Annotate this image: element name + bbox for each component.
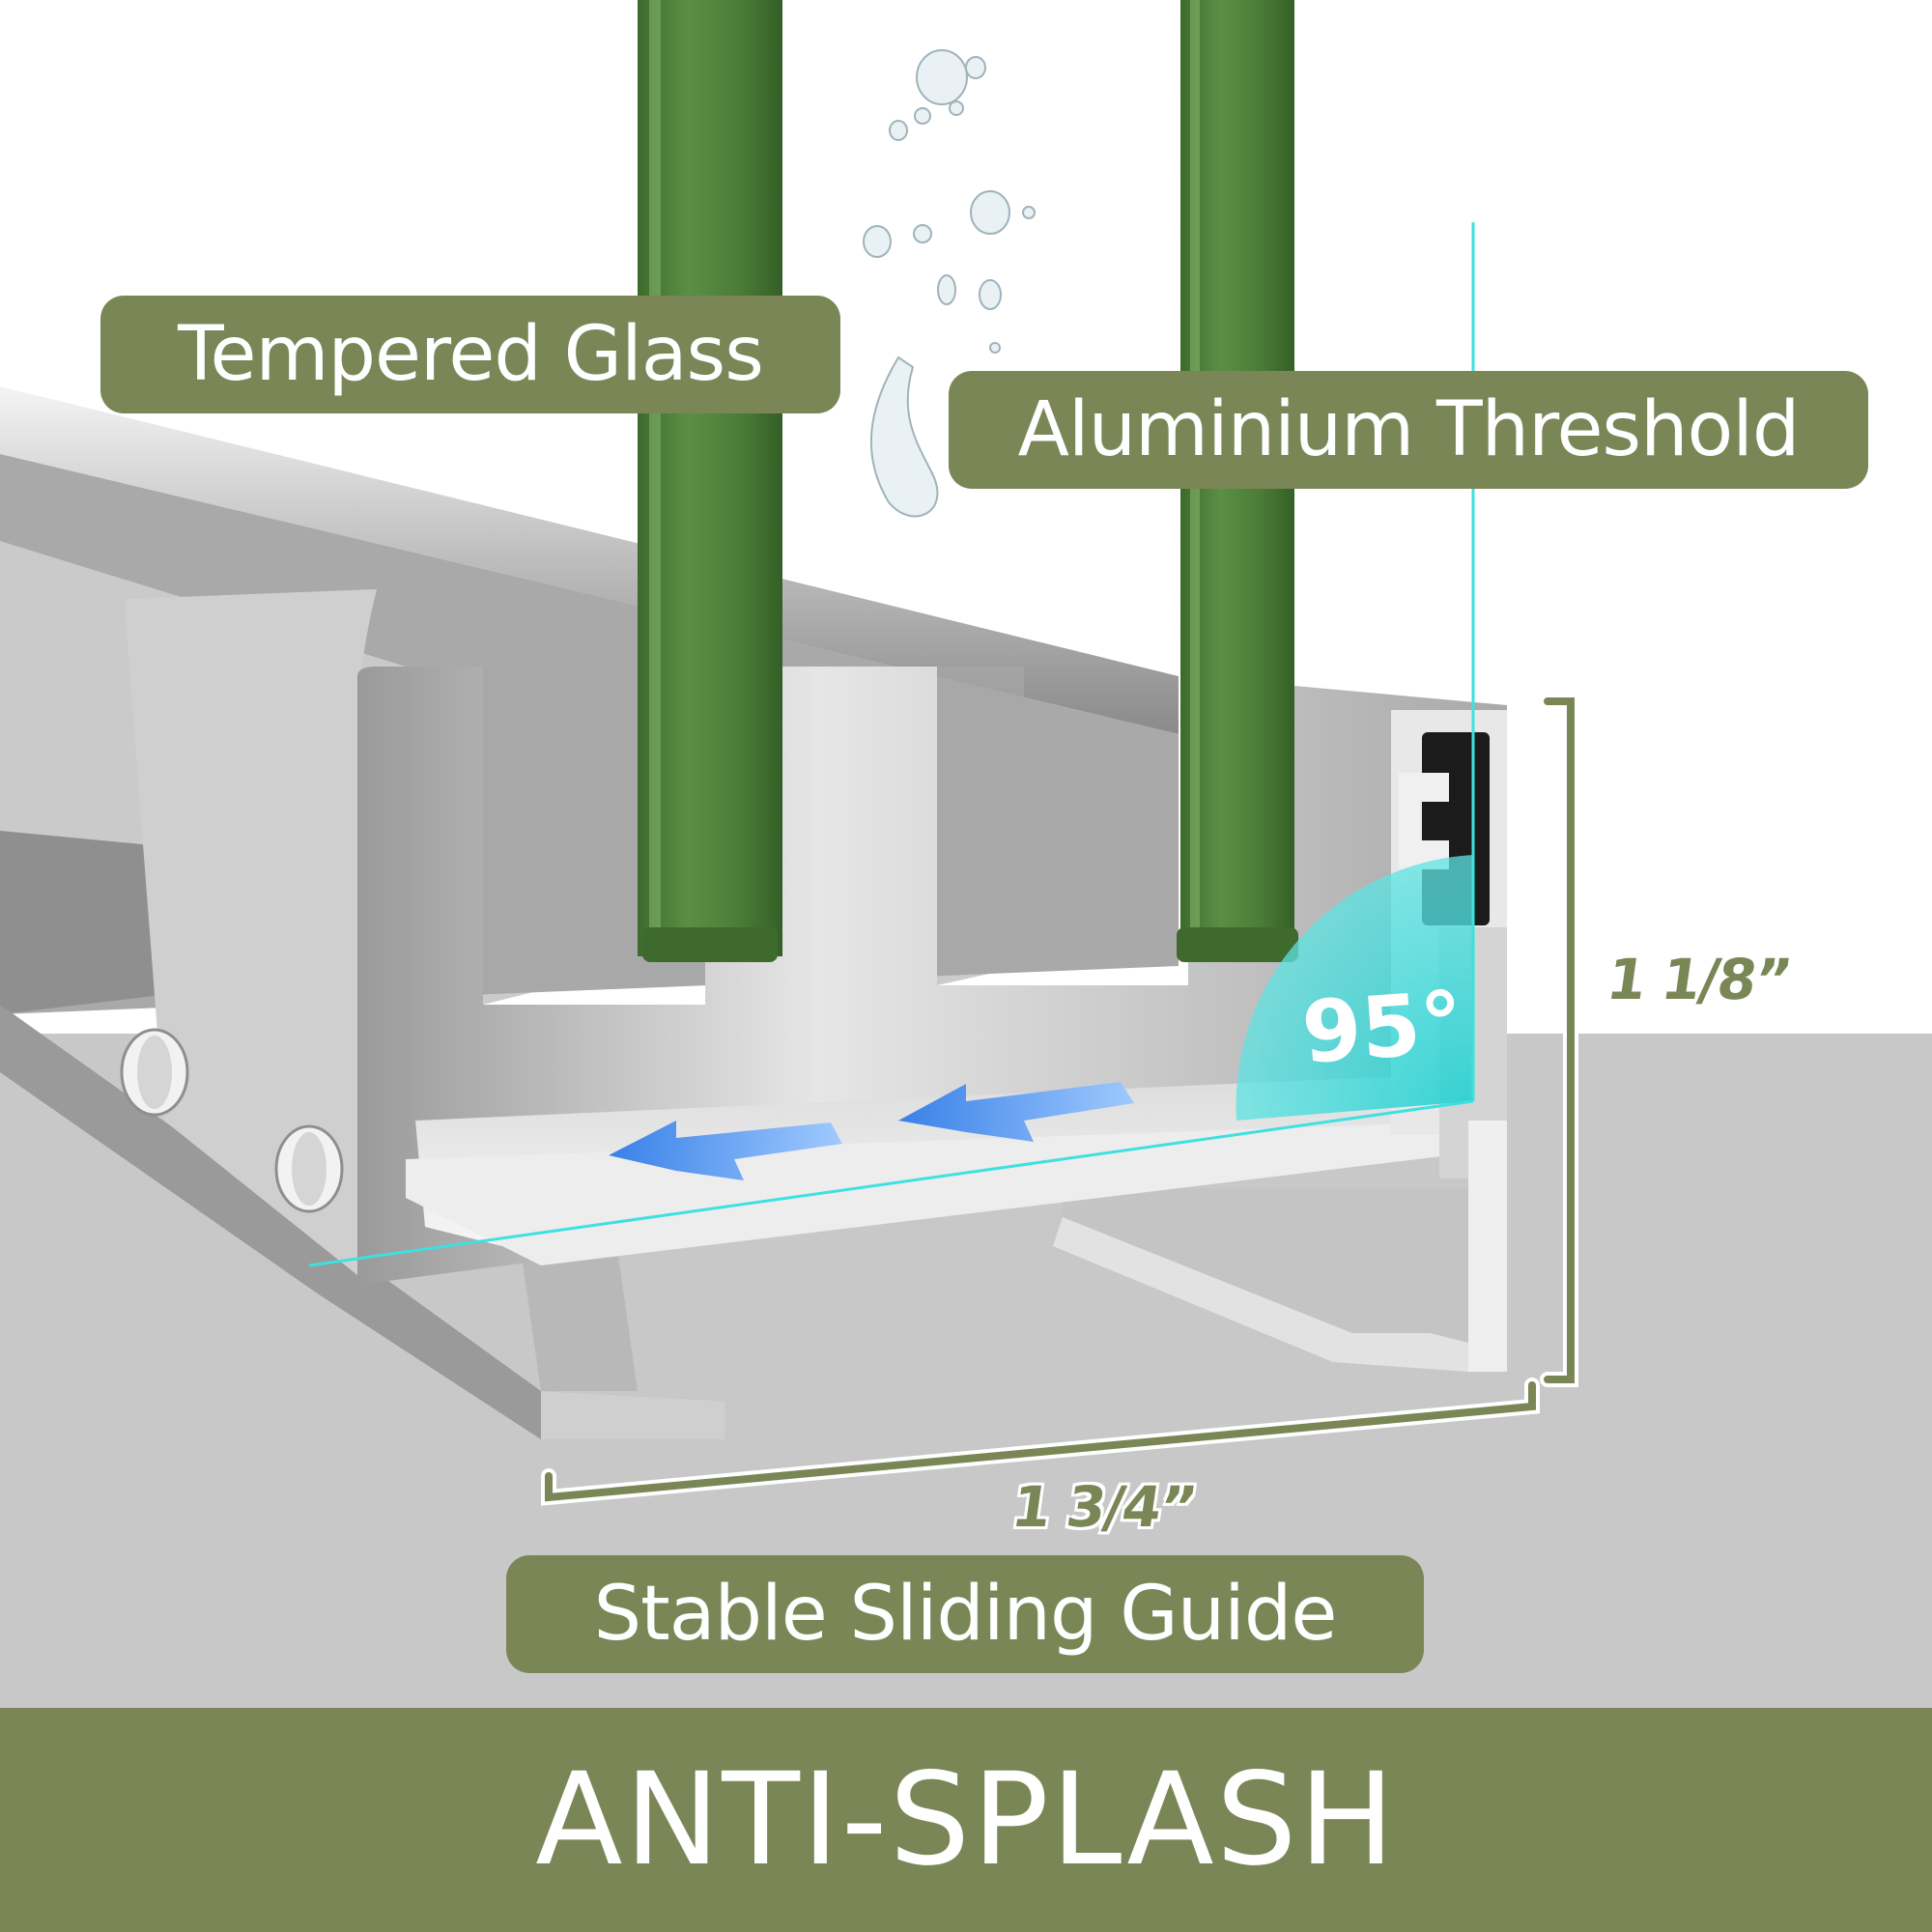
- left-arrow-icon: [609, 1121, 842, 1180]
- profile-base: [0, 1005, 1507, 1439]
- aluminium-threshold-label: Aluminium Threshold: [949, 371, 1868, 489]
- footer-banner: ANTI-SPLASH: [0, 1708, 1932, 1932]
- width-dimension-line: [545, 1381, 1536, 1502]
- tempered-glass-label: Tempered Glass: [100, 296, 840, 413]
- stable-sliding-guide-label: Stable Sliding Guide: [506, 1555, 1424, 1673]
- height-dimension-line: [1544, 697, 1575, 1383]
- footer-title: ANTI-SPLASH: [535, 1746, 1397, 1894]
- height-dimension-label: 1 1/8”: [1603, 947, 1795, 1012]
- left-arrow-icon: [898, 1082, 1134, 1142]
- width-dimension-label: 1 3/4”: [1008, 1474, 1200, 1540]
- angle-indicator: [308, 222, 1475, 1267]
- angle-value: 95°: [1298, 972, 1466, 1083]
- screw-heads: [120, 1028, 344, 1213]
- water-drops-icon: [863, 49, 1036, 518]
- glass-panel-left: [638, 0, 782, 962]
